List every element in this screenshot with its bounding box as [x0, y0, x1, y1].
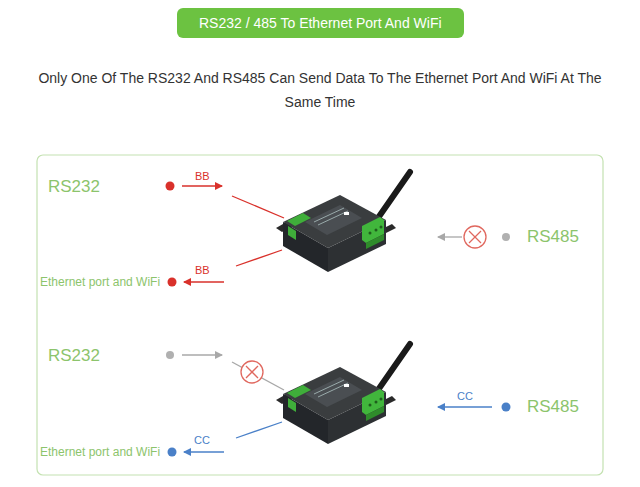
note-text: Only One Of The RS232 And RS485 Can Send…: [30, 66, 610, 114]
signal-label: BB: [195, 170, 210, 182]
port-name: Ethernet port and WiFi: [40, 275, 160, 289]
title-banner: RS232 / 485 To Ethernet Port And WiFi: [177, 8, 464, 38]
signal-label: BB: [195, 264, 210, 276]
port-name: RS232: [48, 346, 100, 366]
signal-label: CC: [457, 390, 473, 402]
port-name: RS232: [48, 177, 100, 197]
port-name: RS485: [527, 227, 579, 247]
signal-label: CC: [194, 434, 210, 446]
port-name: RS485: [527, 397, 579, 417]
port-name: Ethernet port and WiFi: [40, 445, 160, 459]
